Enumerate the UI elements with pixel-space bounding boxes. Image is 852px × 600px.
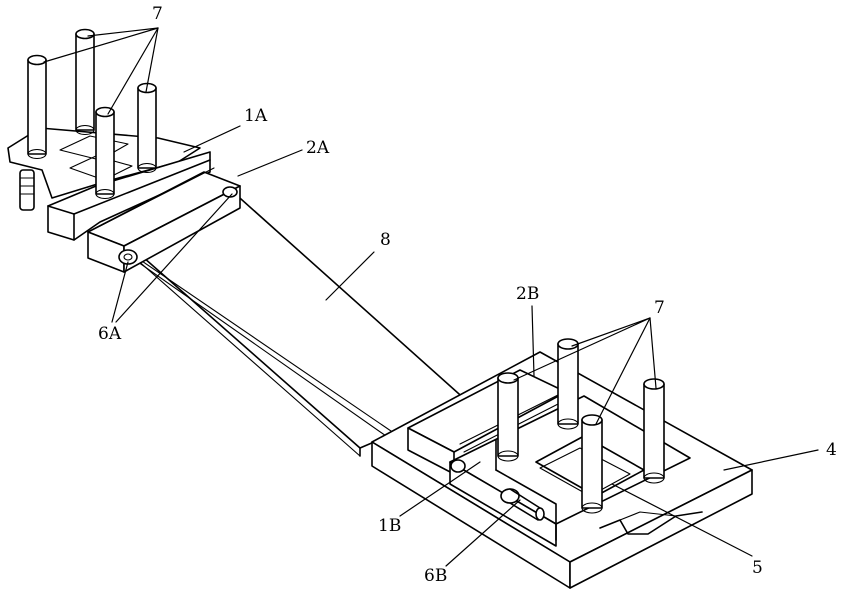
label-8: 8 [380, 232, 391, 249]
label-pin-7a: 7 [152, 6, 163, 23]
label-2b: 2B [516, 286, 539, 303]
pin-cylinder [644, 379, 664, 483]
label-1a: 1A [244, 108, 267, 125]
label-5: 5 [752, 560, 763, 577]
label-2a: 2A [306, 140, 329, 157]
pin-cylinder [582, 415, 602, 513]
label-4: 4 [826, 442, 837, 459]
pin-cylinder [76, 30, 94, 135]
label-6b: 6B [424, 568, 447, 585]
label-6a: 6A [98, 326, 121, 343]
pin-cylinder [28, 56, 46, 159]
pin-cylinder [138, 84, 156, 173]
pin-cylinder [498, 373, 518, 461]
label-pin-7b: 7 [654, 300, 665, 317]
pin-cylinder [96, 108, 114, 199]
screw-head-b [451, 460, 465, 472]
label-1b: 1B [378, 518, 401, 535]
